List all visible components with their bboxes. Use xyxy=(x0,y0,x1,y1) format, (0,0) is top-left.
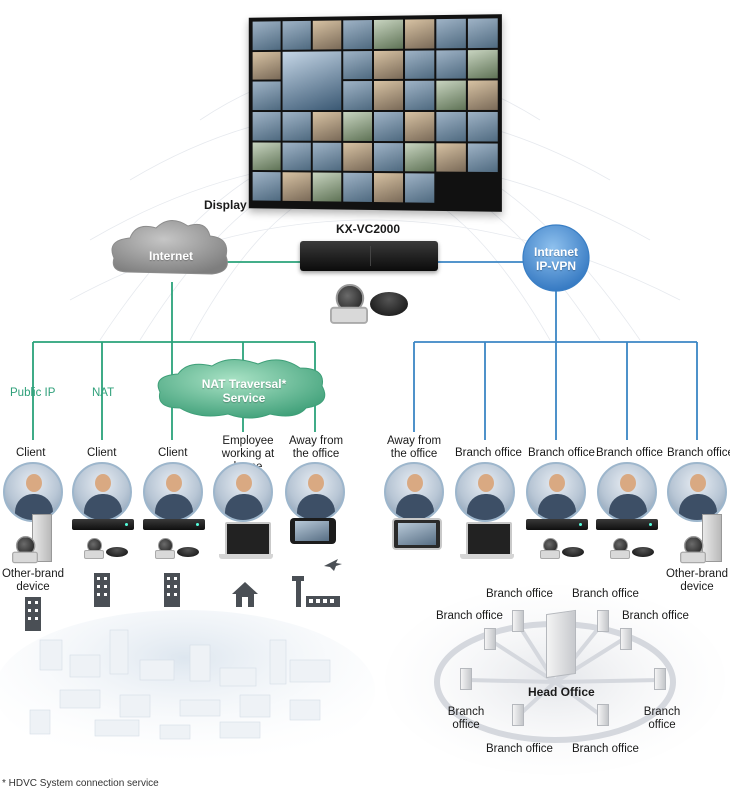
codec-unit-icon xyxy=(72,519,134,530)
device-label: KX-VC2000 xyxy=(336,223,400,236)
internet-cloud-label: Internet xyxy=(131,249,211,263)
branch-building-icon xyxy=(654,668,666,690)
branch-building-icon xyxy=(484,628,496,650)
branch-building-icon xyxy=(597,610,609,632)
head-office-building-icon xyxy=(546,610,576,678)
mobile-worker-photo xyxy=(384,462,444,522)
airport-icon xyxy=(286,556,344,608)
codec-unit-icon xyxy=(143,519,205,530)
branch-building-icon xyxy=(597,704,609,726)
mic-icon xyxy=(106,547,128,557)
codec-unit-icon xyxy=(596,519,658,530)
endpoint-label: Branch office xyxy=(596,447,663,460)
head-office-label: Head Office xyxy=(528,686,595,699)
branch-photo xyxy=(455,462,515,522)
home-icon xyxy=(230,580,260,608)
mic-icon xyxy=(177,547,199,557)
office-building-icon xyxy=(25,597,41,631)
hub-branch-label: Branch office xyxy=(622,610,689,623)
branch-building-icon xyxy=(620,628,632,650)
laptop-icon xyxy=(466,522,512,556)
endpoint-label: Client xyxy=(87,447,116,460)
endpoint-label: Away from the office xyxy=(285,435,347,461)
endpoint-label: Branch office xyxy=(667,447,730,460)
hub-branch-label: Branch office xyxy=(642,706,682,732)
hub-branch-label: Branch office xyxy=(572,588,639,601)
laptop-icon xyxy=(225,522,271,556)
branch-photo xyxy=(597,462,657,522)
branch-photo xyxy=(526,462,586,522)
ptz-camera-icon xyxy=(330,284,364,322)
endpoint-label: Client xyxy=(158,447,187,460)
kx-vc2000-unit xyxy=(300,241,438,271)
other-brand-label: Other-brand device xyxy=(0,568,66,594)
camera-icon xyxy=(84,538,102,558)
mic-icon xyxy=(562,547,584,557)
intranet-cloud-label: Intranet IP-VPN xyxy=(526,245,586,273)
tablet-icon xyxy=(392,518,442,550)
office-building-icon xyxy=(94,573,110,607)
nat-label: NAT xyxy=(92,387,114,400)
display-screen xyxy=(249,14,502,212)
boundary-mic-icon xyxy=(370,292,408,316)
client-photo xyxy=(143,462,203,522)
laptop-base xyxy=(219,554,273,559)
branch-building-icon xyxy=(512,704,524,726)
client-photo xyxy=(72,462,132,522)
display-label: Display xyxy=(204,199,247,212)
endpoint-label: Branch office xyxy=(528,447,595,460)
camera-icon xyxy=(680,536,703,562)
public-ip-label: Public IP xyxy=(10,387,55,400)
hub-branch-label: Branch office xyxy=(446,706,486,732)
camera-icon xyxy=(540,538,558,558)
camera-icon xyxy=(155,538,173,558)
client-photo xyxy=(3,462,63,522)
hub-branch-label: Branch office xyxy=(486,743,553,756)
other-brand-label: Other-brand device xyxy=(664,568,730,594)
hub-branch-label: Branch office xyxy=(486,588,553,601)
hub-branch-label: Branch office xyxy=(436,610,503,623)
nat-cloud-label: NAT Traversal* Service xyxy=(194,377,294,405)
internet-cloud xyxy=(112,220,227,274)
codec-unit-icon xyxy=(526,519,588,530)
footnote: * HDVC System connection service xyxy=(2,777,159,790)
hub-branch-label: Branch office xyxy=(572,743,639,756)
branch-building-icon xyxy=(460,668,472,690)
branch-photo xyxy=(667,462,727,522)
office-building-icon xyxy=(164,573,180,607)
mobile-worker-photo xyxy=(285,462,345,522)
branch-building-icon xyxy=(512,610,524,632)
endpoint-label: Branch office xyxy=(455,447,522,460)
laptop-base xyxy=(460,554,514,559)
mic-icon xyxy=(632,547,654,557)
camera-icon xyxy=(12,536,35,562)
smartphone-icon xyxy=(290,518,336,544)
home-worker-photo xyxy=(213,462,273,522)
endpoint-label: Away from the office xyxy=(384,435,444,461)
camera-icon xyxy=(610,538,628,558)
endpoint-label: Client xyxy=(16,447,45,460)
